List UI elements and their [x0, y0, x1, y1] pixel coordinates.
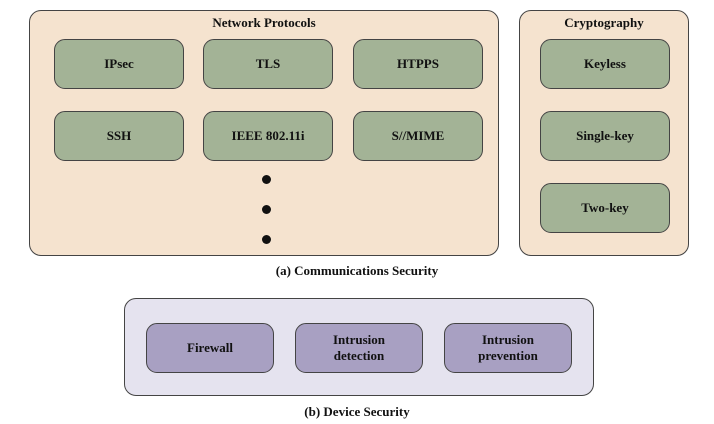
crypto-keyless: Keyless — [540, 39, 670, 89]
protocol-ieee-802-11i: IEEE 802.11i — [203, 111, 333, 161]
intrusion-prevention-line2: prevention — [478, 348, 538, 363]
device-firewall-label: Firewall — [187, 340, 233, 355]
cryptography-title: Cryptography — [564, 15, 644, 30]
protocol-tls: TLS — [203, 39, 333, 89]
intrusion-detection-line2: detection — [333, 348, 385, 363]
cryptography-panel: Cryptography Keyless Single-key Two-key — [519, 10, 689, 256]
protocol-htpps: HTPPS — [353, 39, 483, 89]
intrusion-detection-line1: Intrusion — [332, 332, 386, 347]
ellipsis-dot — [262, 235, 271, 244]
device-security-panel: Firewall Intrusion detection Intrusion p… — [124, 298, 594, 396]
intrusion-prevention-line1: Intrusion — [481, 332, 535, 347]
caption-communications-security: (a) Communications Security — [275, 263, 439, 278]
device-firewall: Firewall — [146, 323, 274, 373]
device-intrusion-detection: Intrusion detection — [295, 323, 423, 373]
device-intrusion-prevention: Intrusion prevention — [444, 323, 572, 373]
protocol-smime: S//MIME — [353, 111, 483, 161]
crypto-single-key: Single-key — [540, 111, 670, 161]
protocol-ipsec: IPsec — [54, 39, 184, 89]
network-protocols-panel: Network Protocols IPsec TLS HTPPS SSH IE… — [29, 10, 499, 256]
caption-device-security: (b) Device Security — [304, 404, 410, 419]
crypto-two-key: Two-key — [540, 183, 670, 233]
network-protocols-title: Network Protocols — [212, 15, 316, 30]
protocol-ssh: SSH — [54, 111, 184, 161]
ellipsis-dot — [262, 175, 271, 184]
ellipsis-dot — [262, 205, 271, 214]
